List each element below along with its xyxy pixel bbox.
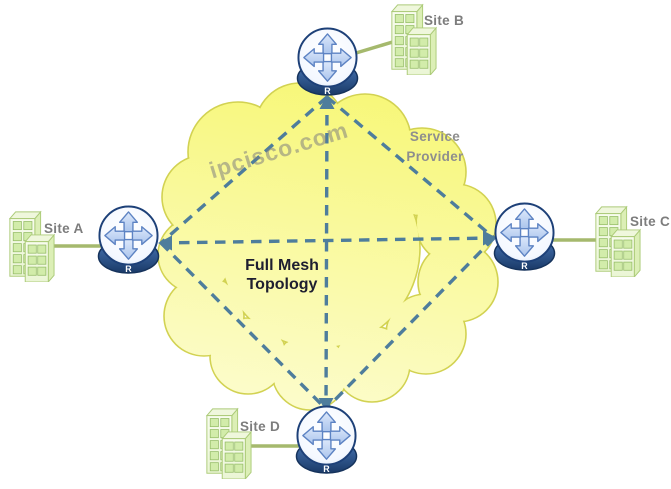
mesh-link-top-left [159,95,329,245]
router-left-icon: R [97,205,160,276]
site-c-label: Site C [630,214,671,229]
service-provider-label: Service Provider [396,127,474,167]
site-d-building-icon [203,406,253,481]
site-a-building-icon [6,209,56,284]
router-top-icon: R [296,27,359,98]
router-bottom-icon: R [295,405,358,476]
mesh-arrowhead-left [158,235,172,251]
site-b-label: Site B [424,13,465,28]
router-top-letter: R [324,86,331,96]
mesh-arrowhead-right [483,230,497,246]
full-mesh-topology-title: Full Mesh Topology [225,256,339,294]
site-d-label: Site D [240,419,281,434]
router-bottom-letter: R [323,464,330,474]
mesh-link-top-bottom [324,96,329,410]
site-c-building-icon [592,204,642,279]
service-provider-line2: Provider [406,149,464,164]
mesh-links [159,95,496,411]
title-line1: Full Mesh [245,257,319,274]
mesh-link-right-bottom [324,236,496,411]
mesh-arrowhead-down [318,398,334,412]
mesh-arrowheads [158,95,497,412]
site-a-label: Site A [44,221,84,236]
service-provider-line1: Service [409,129,461,144]
mesh-link-left-bottom [159,241,328,411]
site-b-building-icon [388,2,438,77]
cloud-shape [157,82,499,411]
mesh-link-top-right [325,95,496,240]
title-line2: Topology [246,276,318,293]
router-right-letter: R [521,261,528,271]
mesh-link-left-right [160,236,495,245]
mesh-arrowhead-up [319,95,335,109]
router-left-letter: R [125,264,132,274]
router-right-icon: R [493,202,556,273]
